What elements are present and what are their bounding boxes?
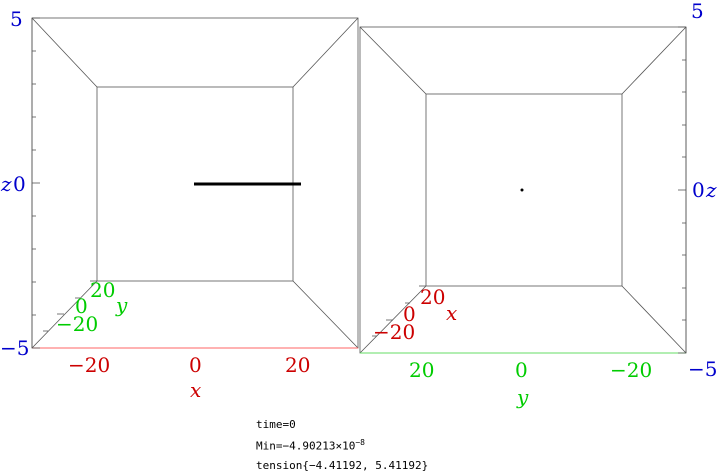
right-x-tick-20: 20 (420, 285, 445, 309)
left-z-tick-5: 5 (10, 7, 23, 31)
left-x-tick-20: 20 (285, 353, 310, 377)
left-z-tick-minus5: −5 (0, 336, 29, 360)
min-text: Min=−4.90213×10 (256, 439, 356, 453)
right-z-axis-label: z (705, 178, 717, 202)
right-string-curve (520, 188, 524, 192)
left-z-tick-0: 0 (13, 172, 26, 196)
right-x-axis-label: x (446, 301, 457, 325)
right-z-tick-0: 0 (692, 178, 705, 202)
left-z-axis-label: z (0, 172, 12, 196)
right-x-tick-marks (372, 285, 426, 337)
tension-text: tension{−4.41192, 5.41192} (256, 459, 429, 472)
right-y-tick-minus20: −20 (610, 358, 652, 382)
right-y-axis-label: y (516, 385, 529, 409)
right-x-tick-0: 0 (403, 302, 416, 326)
right-z-tick-marks (678, 26, 686, 354)
left-y-tick-20: 20 (90, 278, 115, 302)
left-y-axis-label: y (115, 293, 128, 317)
left-x-tick-0: 0 (189, 353, 202, 377)
right-z-tick-5: 5 (691, 0, 704, 23)
left-z-tick-marks (32, 17, 40, 349)
left-y-tick-marks (43, 280, 97, 332)
time-readout: time=0 (256, 418, 296, 431)
left-x-tick-minus20: −20 (68, 353, 110, 377)
tension-readout: tension{−4.41192, 5.41192} (256, 459, 428, 472)
min-readout: Min=−4.90213×10−8 (256, 438, 365, 453)
right-x-tick-minus20: −20 (373, 320, 415, 344)
left-y-tick-minus20: −20 (56, 312, 98, 336)
right-y-tick-20: 20 (409, 358, 434, 382)
right-z-tick-minus5: −5 (688, 357, 717, 381)
min-exponent: −8 (355, 438, 365, 447)
time-text: time=0 (256, 418, 296, 431)
left-y-tick-0: 0 (75, 294, 88, 318)
left-x-axis-label: x (190, 378, 201, 402)
right-y-tick-0: 0 (515, 358, 528, 382)
